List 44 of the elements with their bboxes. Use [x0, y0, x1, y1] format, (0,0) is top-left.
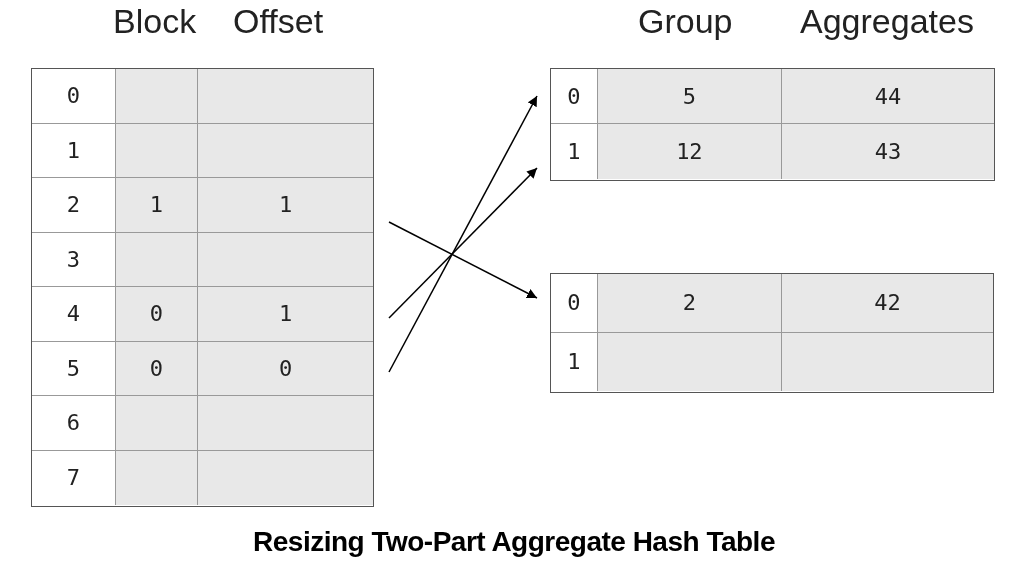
- row-index: 2: [32, 178, 116, 233]
- caption: Resizing Two-Part Aggregate Hash Table: [252, 526, 776, 558]
- table: [550, 273, 994, 393]
- arrow: [388, 221, 538, 299]
- table-row: [32, 178, 373, 233]
- table: [31, 68, 374, 507]
- table-row: [32, 287, 373, 342]
- row-index: 6: [32, 396, 116, 451]
- cell-value: 0: [115, 287, 199, 342]
- cell-value: 2: [597, 274, 782, 333]
- cell-value: 12: [597, 124, 782, 179]
- cell-value: 1: [198, 178, 373, 233]
- cell-value: 1: [198, 287, 373, 342]
- cell-value: 44: [781, 69, 994, 124]
- row-index: 1: [32, 123, 116, 178]
- row-index: 0: [32, 69, 116, 124]
- arrow: [388, 95, 538, 373]
- cell-value: 0: [115, 341, 199, 396]
- table-row: [32, 69, 373, 124]
- column-header: Group: [638, 2, 733, 41]
- cell-value: 42: [781, 274, 993, 333]
- table-row: [32, 123, 373, 178]
- cell-value: 43: [781, 124, 994, 179]
- row-index: 0: [551, 274, 598, 333]
- row-index: 1: [551, 332, 598, 391]
- row-index: 1: [551, 124, 598, 179]
- row-index: 7: [32, 450, 116, 505]
- table-row: [32, 232, 373, 287]
- table-row: [32, 396, 373, 451]
- row-index: 0: [551, 69, 598, 124]
- row-index: 5: [32, 341, 116, 396]
- row-index: 3: [32, 232, 116, 287]
- column-header: Aggregates: [800, 2, 974, 41]
- table-row: [551, 274, 993, 333]
- arrow: [388, 167, 538, 319]
- table-row: [32, 341, 373, 396]
- table-row: [551, 69, 994, 124]
- column-header: Offset: [233, 2, 324, 41]
- row-index: 4: [32, 287, 116, 342]
- table: [550, 68, 995, 181]
- cell-value: 5: [597, 69, 782, 124]
- cell-value: 1: [115, 178, 199, 233]
- column-header: Block: [113, 2, 197, 41]
- cell-value: 0: [198, 341, 373, 396]
